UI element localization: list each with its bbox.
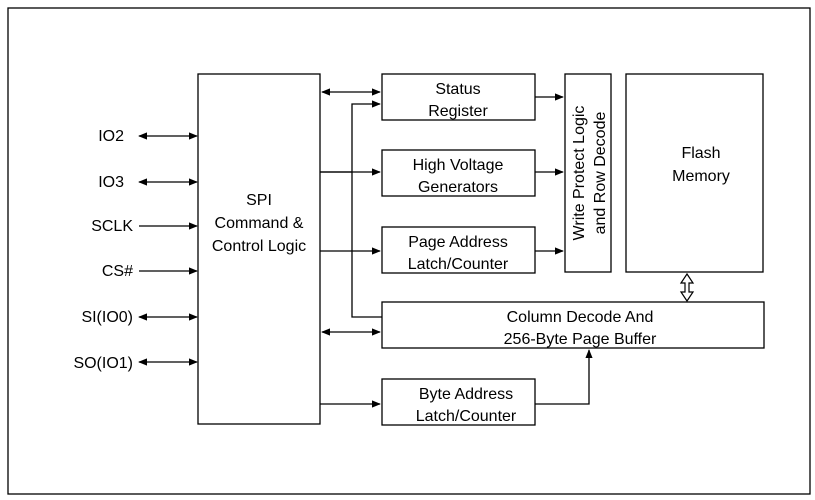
column-decode-block bbox=[381, 301, 765, 349]
pin-label-sclk: SCLK bbox=[91, 218, 133, 235]
pin-label-cs: CS# bbox=[102, 263, 133, 280]
spi-label-line1: SPI bbox=[246, 192, 272, 209]
byte-to-column-arrow bbox=[535, 349, 593, 405]
page-address-block bbox=[381, 226, 536, 274]
spi-label-line3: Control Logic bbox=[212, 238, 306, 255]
hv-label-line2: Generators bbox=[418, 179, 498, 196]
flash-label-line1: Flash bbox=[681, 145, 720, 162]
outer-frame bbox=[7, 7, 811, 495]
pin-label-si-io0: SI(IO0) bbox=[81, 309, 133, 326]
status-label-line1: Status bbox=[435, 81, 480, 98]
bus-to-status-arrow bbox=[351, 100, 382, 318]
byte-address-block bbox=[381, 378, 536, 426]
flash-column-bidir-arrow bbox=[679, 272, 695, 303]
spi-label-line2: Command & bbox=[215, 215, 304, 232]
pin-label-so-io1: SO(IO1) bbox=[73, 355, 133, 372]
wp-label-line2: and Row Decode bbox=[592, 112, 609, 235]
hv-label-line1: High Voltage bbox=[413, 157, 504, 174]
spi-control-block bbox=[197, 73, 321, 425]
high-voltage-block bbox=[381, 149, 536, 197]
column-label-line1: Column Decode And bbox=[507, 309, 654, 326]
write-protect-block bbox=[564, 73, 612, 273]
pin-label-io2: IO2 bbox=[98, 128, 124, 145]
flash-memory-block bbox=[625, 73, 764, 273]
status-label-line2: Register bbox=[428, 103, 488, 120]
status-register-block bbox=[381, 73, 536, 121]
page-label-line1: Page Address bbox=[408, 234, 508, 251]
page-label-line2: Latch/Counter bbox=[408, 256, 509, 273]
pin-label-io3: IO3 bbox=[98, 174, 124, 191]
byte-label-line1: Byte Address bbox=[419, 386, 513, 403]
column-label-line2: 256-Byte Page Buffer bbox=[504, 331, 657, 348]
byte-label-line2: Latch/Counter bbox=[416, 408, 517, 425]
wp-label-line1: Write Protect Logic bbox=[571, 106, 588, 241]
flash-label-line2: Memory bbox=[672, 168, 730, 185]
